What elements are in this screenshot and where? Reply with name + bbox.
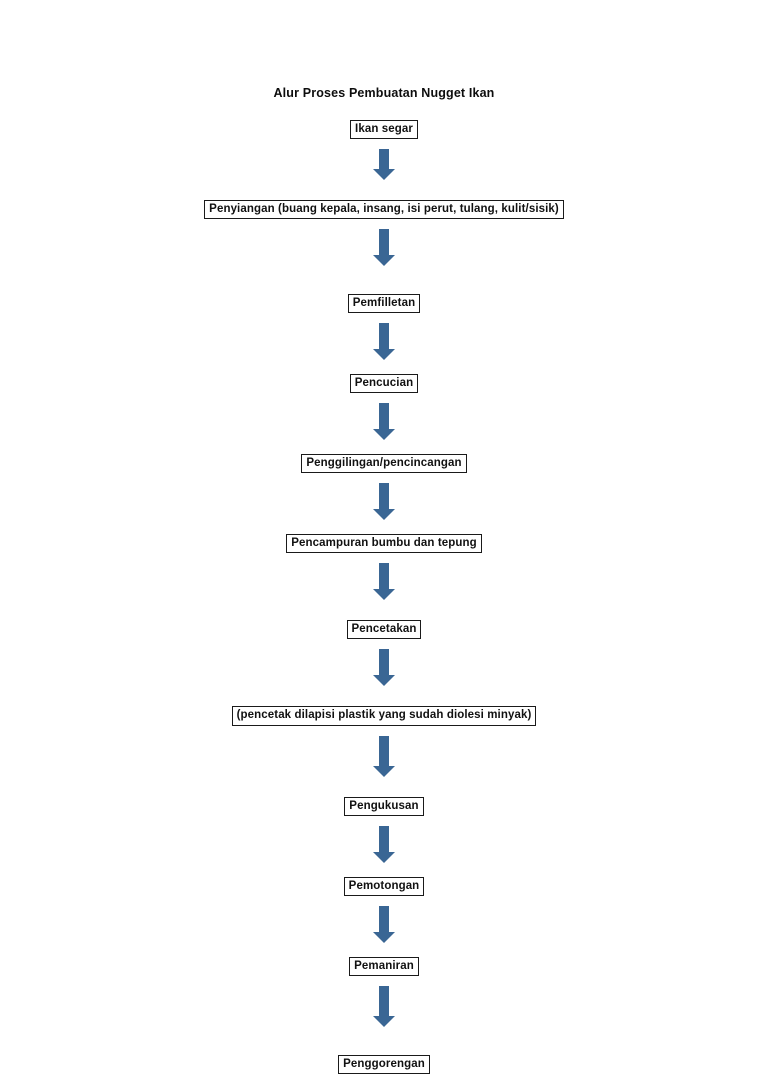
arrow-head-icon [373, 589, 395, 601]
arrow-shaft-icon [379, 149, 389, 170]
arrow-head-icon [373, 1015, 395, 1027]
flow-node-ikan-segar: Ikan segar [350, 120, 418, 140]
flow-arrow-11 [372, 985, 396, 1027]
flow-node-pemfilletan: Pemfilletan [347, 294, 421, 314]
arrow-shaft-icon [379, 323, 389, 350]
arrow-shaft-icon [379, 825, 389, 852]
flow-arrow-5 [372, 483, 396, 521]
arrow-head-icon [373, 429, 395, 441]
flow-column: Ikan segar Penyiangan (buang kepala, ins… [0, 120, 768, 1074]
flow-node-penggilingan: Penggilingan/pencincangan [301, 454, 467, 474]
flow-arrow-1 [372, 149, 396, 181]
arrow-shaft-icon [379, 563, 389, 590]
flow-arrow-6 [372, 563, 396, 601]
arrow-shaft-icon [379, 229, 389, 256]
flow-arrow-4 [372, 403, 396, 441]
arrow-shaft-icon [379, 483, 389, 510]
arrow-head-icon [373, 255, 395, 267]
flow-node-pencetak-plastik: (pencetak dilapisi plastik yang sudah di… [231, 706, 537, 726]
arrow-head-icon [373, 349, 395, 361]
arrow-head-icon [373, 851, 395, 863]
page-title: Alur Proses Pembuatan Nugget Ikan [273, 86, 495, 100]
arrow-shaft-icon [379, 649, 389, 676]
arrow-head-icon [373, 675, 395, 687]
flow-node-pencetakan: Pencetakan [346, 620, 422, 640]
flow-arrow-3 [372, 323, 396, 361]
flow-node-penyiangan: Penyiangan (buang kepala, insang, isi pe… [204, 200, 564, 220]
arrow-head-icon [373, 765, 395, 777]
flow-node-pencampuran: Pencampuran bumbu dan tepung [286, 534, 482, 554]
flow-arrow-10 [372, 905, 396, 943]
flow-node-pengukusan: Pengukusan [344, 796, 424, 816]
arrow-shaft-icon [379, 735, 389, 766]
flow-node-pencucian: Pencucian [349, 374, 419, 394]
flow-arrow-7 [372, 649, 396, 687]
flow-arrow-2 [372, 229, 396, 267]
flow-arrow-8 [372, 735, 396, 777]
arrow-shaft-icon [379, 905, 389, 932]
arrow-head-icon [373, 509, 395, 521]
arrow-head-icon [373, 169, 395, 181]
arrow-shaft-icon [379, 985, 389, 1016]
arrow-head-icon [373, 931, 395, 943]
flow-node-pemaniran: Pemaniran [349, 956, 419, 976]
flowchart-diagram: Alur Proses Pembuatan Nugget Ikan Ikan s… [204, 86, 564, 1074]
flow-node-penggorengan: Penggorengan [338, 1054, 430, 1074]
arrow-shaft-icon [379, 403, 389, 430]
flow-node-pemotongan: Pemotongan [343, 876, 425, 896]
flow-arrow-9 [372, 825, 396, 863]
